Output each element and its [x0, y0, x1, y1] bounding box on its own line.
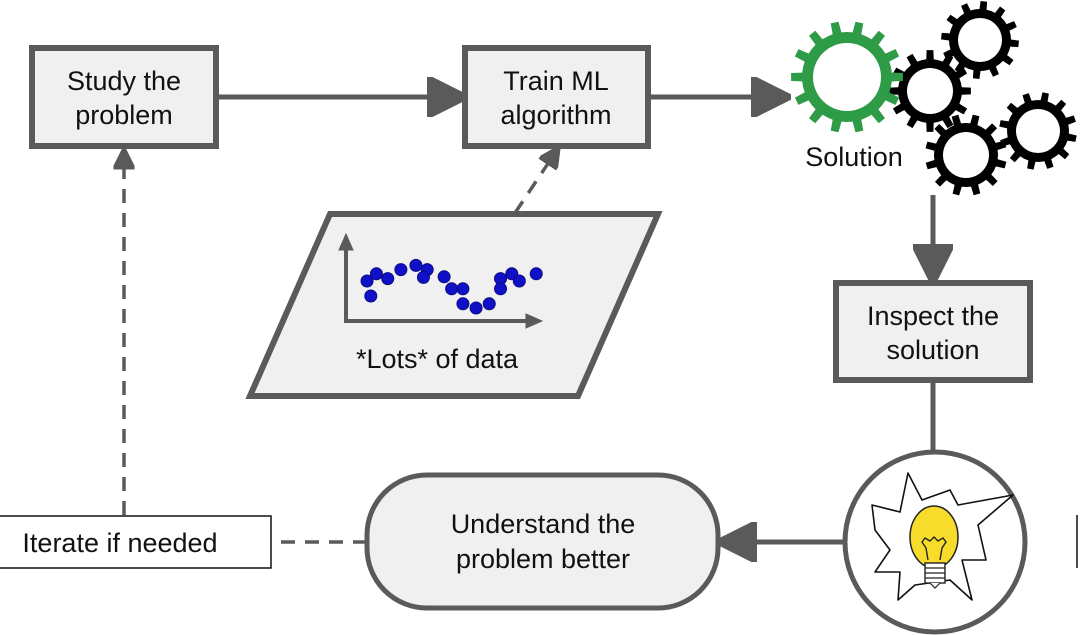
scatter-plot-icon: [338, 232, 544, 329]
scatter-dot: [437, 270, 451, 284]
scatter-dot: [364, 289, 378, 303]
scatter-dot: [512, 274, 526, 288]
node-study-line2: problem: [75, 100, 173, 130]
gear-icon: [925, 114, 1007, 196]
scatter-dot: [360, 274, 374, 288]
x-axis-arrowhead: [525, 313, 544, 329]
node-understand-line1: Understand the: [451, 509, 636, 539]
node-iterate-label: Iterate if needed: [22, 528, 217, 558]
node-study-the-problem: Study the problem: [29, 45, 219, 149]
node-insight: [842, 449, 1028, 635]
gear-icon: [941, 1, 1019, 79]
scatter-dot: [369, 267, 383, 281]
scatter-dot: [494, 282, 508, 296]
node-study-line1: Study the: [67, 66, 181, 96]
node-train-ml-algorithm: Train ML algorithm: [462, 45, 651, 149]
gears-icon: [791, 1, 1077, 196]
scatter-dot: [529, 267, 543, 281]
scatter-dot: [381, 272, 395, 286]
node-lots-of-data: *Lots* of data: [245, 211, 663, 399]
node-understand-line2: problem better: [456, 544, 630, 574]
node-train-line2: algorithm: [500, 100, 611, 130]
scatter-dot: [456, 297, 470, 311]
scatter-dot: [469, 301, 483, 315]
scatter-dots: [360, 258, 543, 315]
scatter-dot: [456, 282, 470, 296]
node-data-label: *Lots* of data: [356, 344, 519, 374]
node-solution-label: Solution: [805, 142, 903, 172]
scatter-dot: [445, 282, 459, 296]
node-inspect-the-solution: Inspect the solution: [833, 280, 1033, 383]
node-understand-the-problem-better: Understand the problem better: [364, 472, 721, 611]
node-iterate-if-needed: Iterate if needed: [0, 515, 272, 569]
scatter-dot: [394, 263, 408, 277]
scatter-dot: [409, 258, 423, 272]
y-axis-arrowhead: [338, 232, 354, 251]
node-inspect-line1: Inspect the: [867, 301, 999, 331]
edge-data-to-train: [513, 150, 557, 214]
scatter-dot: [416, 270, 430, 284]
lightbulb-icon: [871, 472, 1014, 601]
solution-gear-icon: [791, 21, 903, 133]
gear-icon: [999, 92, 1077, 170]
gear-icon: [889, 50, 971, 132]
scatter-dot: [482, 297, 496, 311]
node-inspect-line2: solution: [886, 335, 979, 365]
node-train-line1: Train ML: [503, 66, 609, 96]
